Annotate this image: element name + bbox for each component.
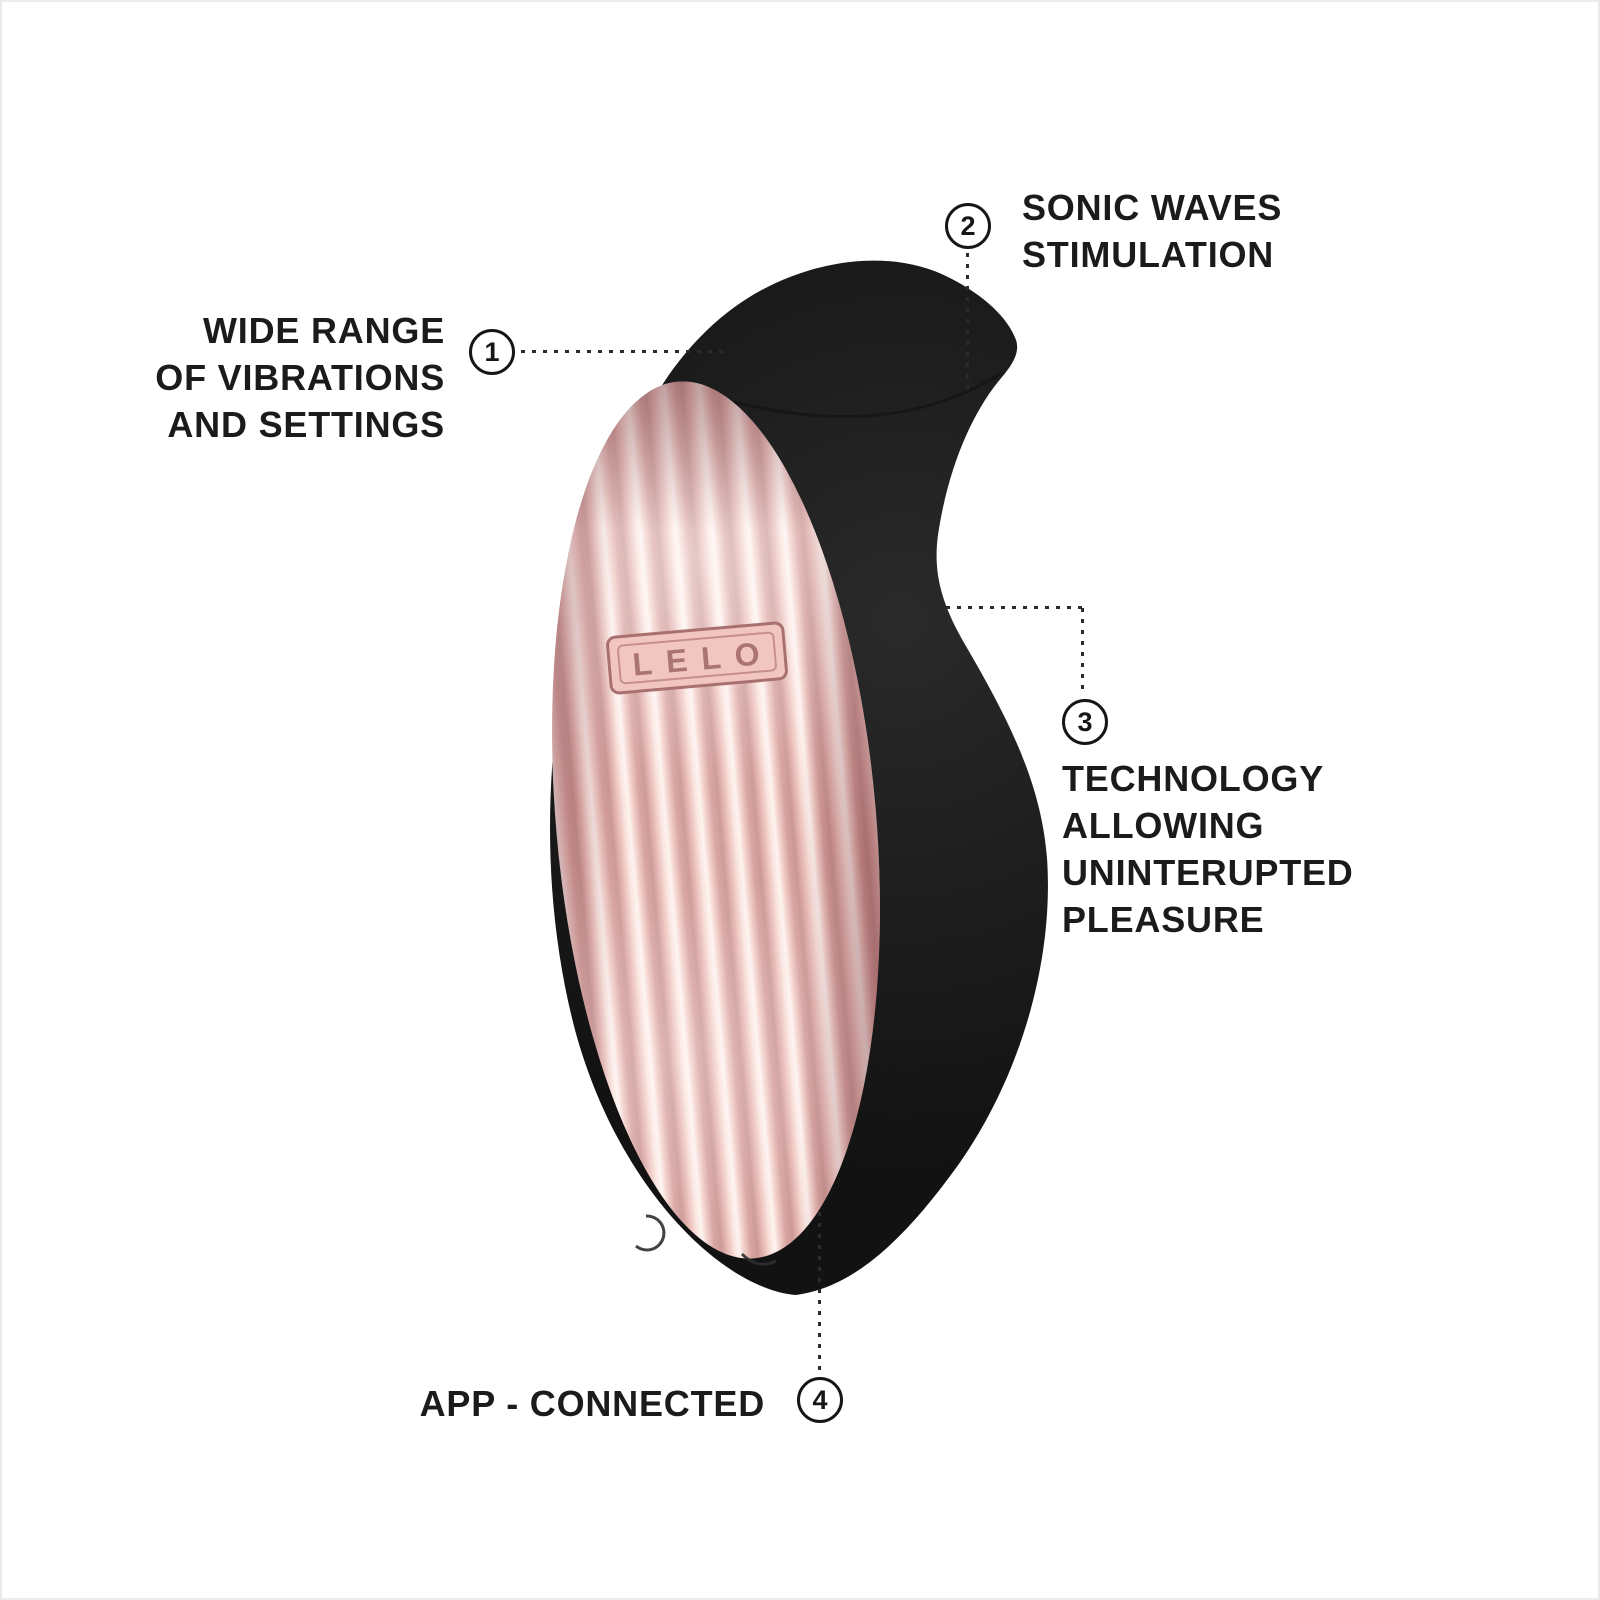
- engraved-icons: [635, 1214, 777, 1266]
- callout-4-label: APP - CONNECTED: [419, 1383, 765, 1424]
- callout-3-number: 3: [1062, 699, 1108, 745]
- brand-plate: LELO: [606, 621, 788, 695]
- callout-1-number: 1: [469, 329, 515, 375]
- callout-1-label: WIDE RANGE OF VIBRATIONS AND SETTINGS: [155, 310, 445, 445]
- callout-2-number: 2: [945, 203, 991, 249]
- callout-2-connector: [966, 253, 969, 391]
- callout-3-connector-vertical: [1081, 608, 1084, 696]
- callout-3-label: TECHNOLOGY ALLOWING UNINTERUPTED PLEASUR…: [1062, 758, 1354, 940]
- callout-4-connector: [818, 1212, 821, 1373]
- callout-2-label: SONIC WAVES STIMULATION: [1022, 187, 1283, 275]
- callout-4-number: 4: [797, 1377, 843, 1423]
- callout-3-connector-horizontal: [935, 606, 1083, 609]
- callout-1-connector: [521, 350, 728, 353]
